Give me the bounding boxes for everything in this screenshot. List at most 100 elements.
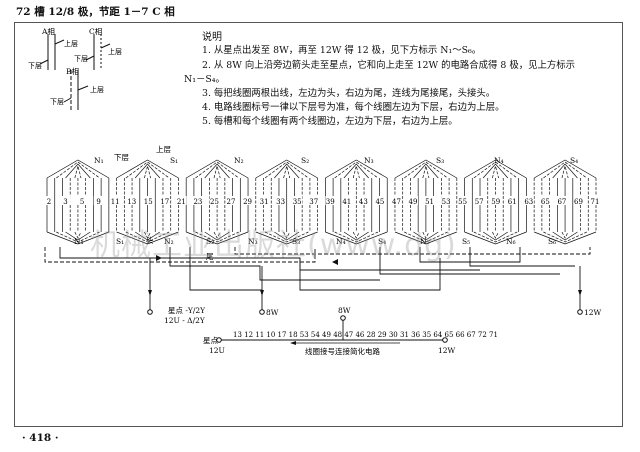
slot-number: 71: [591, 198, 600, 206]
slot-number-bg: [93, 196, 104, 205]
coil-end-top: [352, 165, 360, 179]
coil-end-top: [464, 159, 527, 179]
coil-end-top: [422, 165, 430, 179]
slot-number-bg: [226, 196, 236, 205]
slot-number: 35: [293, 198, 302, 206]
slot-number: 43: [359, 198, 368, 206]
simplified-caption: 线圈接号连接简化电路: [305, 346, 380, 356]
coil-end-top: [274, 163, 300, 179]
slot-number: 21: [177, 198, 186, 206]
slot-number-bg: [44, 196, 54, 205]
w12-label: 12W: [584, 308, 602, 317]
coil-end-bottom: [213, 231, 221, 239]
slot-number-bg: [358, 196, 369, 205]
slot-number-bg: [457, 196, 468, 205]
slot-number-bg: [341, 196, 352, 205]
slot-number: 31: [260, 198, 269, 206]
coil-end-top: [552, 163, 578, 179]
slot-number: 41: [342, 198, 351, 206]
slot-number-bg: [590, 196, 600, 205]
coil-end-bottom: [116, 231, 179, 245]
slot-number-bg: [242, 196, 253, 205]
coil-end-bottom: [134, 231, 161, 241]
top-pole-label: N₁: [94, 156, 104, 165]
slot-number-bg: [441, 196, 452, 205]
coil-end-top: [343, 163, 369, 179]
slot-number-bg: [60, 196, 71, 205]
simplified-top-label: 8W: [338, 306, 351, 315]
coil-end-top: [413, 163, 439, 179]
slot-number-bg: [540, 196, 551, 205]
top-pole-label: S₁: [170, 156, 178, 165]
coil-end-top: [46, 159, 110, 179]
bottom-pole-label: S₅: [462, 237, 470, 246]
simplified-circuit: [220, 320, 444, 341]
slot-number-bg: [275, 196, 286, 205]
slot-number-bg: [143, 196, 154, 205]
slot-number: 9: [96, 198, 100, 206]
bottom-pole-label: N₂: [164, 237, 174, 246]
note-2-cont: N₁－S₄。: [184, 74, 225, 85]
slot-number-bg: [523, 196, 534, 205]
star-label: 星点 -Y/2Y: [168, 306, 206, 315]
slot-number: 63: [524, 198, 533, 206]
slot-number: 53: [442, 198, 451, 206]
slot-number: 25: [210, 198, 219, 206]
slot-number: 45: [375, 198, 384, 206]
slot-number-bg: [159, 196, 170, 205]
coil-end-bottom: [413, 231, 439, 241]
slot-number-bg: [110, 196, 121, 205]
watermark: 机械工业出版社(www.dg): [90, 228, 457, 263]
coil-end-bottom: [464, 231, 527, 245]
coil-end-bottom: [543, 231, 587, 243]
coil-end-bottom: [325, 231, 388, 245]
simplified-top-terminal: [340, 315, 346, 321]
top-upper-label: 上层: [156, 145, 171, 154]
legend-lower-a: 下层: [28, 62, 42, 70]
top-pole-label: S₄: [570, 156, 578, 165]
slot-number-bg: [325, 196, 336, 205]
slot-number-bg: [490, 196, 501, 205]
bottom-pole-label: N₅: [420, 237, 430, 246]
top-pole-label: N₄: [494, 156, 504, 165]
slot-number: 33: [276, 198, 285, 206]
note-1: 1. 从星点出发至 8W，再至 12W 得 12 极，见下方标示 N₁～S₆。: [202, 45, 482, 56]
slot-number: 5: [80, 198, 84, 206]
bottom-pole-label: S₄: [378, 237, 386, 246]
slot-number: 59: [491, 198, 500, 206]
slot-number-bg: [391, 196, 402, 205]
slot-number: 55: [458, 198, 467, 206]
coil-end-bottom: [125, 231, 170, 243]
coil-end-bottom: [274, 231, 300, 241]
slot-number: 13: [127, 198, 136, 206]
phase-c-label: C相: [89, 28, 102, 36]
note-5: 5. 每槽和每个线圈有两个线圈边，左边为下层，右边为上层。: [202, 116, 458, 127]
arrow-marks: [148, 255, 582, 296]
bottom-pole-label: S₁: [116, 237, 124, 246]
bottom-pole-label: N₆: [506, 237, 516, 246]
coil-end-top: [116, 159, 179, 179]
slot-number-bg: [308, 196, 319, 205]
coil-end-top: [204, 163, 230, 179]
slot-number: 11: [111, 198, 120, 206]
top-pole-label: N₂: [234, 156, 244, 165]
coil-end-top: [561, 165, 569, 179]
note-3: 3. 每把线圈两根出线，左边为头，右边为尾，连线为尾接尾，头接头。: [202, 88, 496, 99]
slot-number: 3: [63, 198, 67, 206]
coil-end-bottom: [343, 231, 369, 241]
coil-end-bottom: [74, 231, 82, 239]
slot-number-bg: [192, 196, 203, 205]
coil-end-bottom: [352, 231, 360, 239]
slot-number-bg: [573, 196, 584, 205]
slot-number-bg: [556, 196, 567, 205]
slot-number-bg: [408, 196, 418, 205]
coil-end-top: [394, 159, 457, 179]
top-lower-label: 下层: [114, 153, 129, 162]
top-pole-label: S₃: [436, 156, 444, 165]
phase-b-label: B相: [66, 66, 79, 76]
page-number: · 418 ·: [22, 432, 59, 444]
slot-number: 23: [193, 198, 202, 206]
note-4: 4. 电路线圈标号一律以下层号为准，每个线圈左边为下层，右边为上层。: [202, 102, 505, 113]
